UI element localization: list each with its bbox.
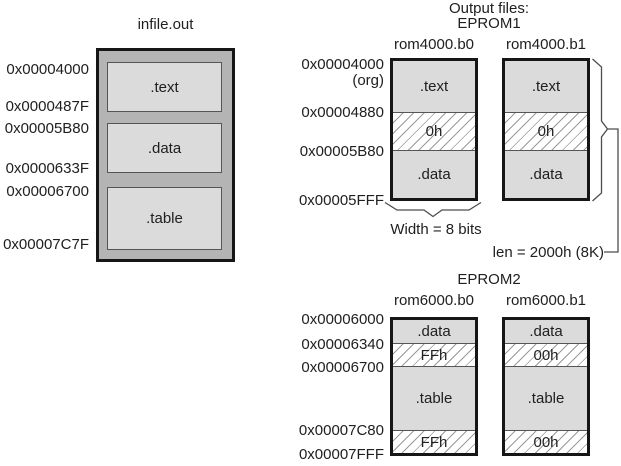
section-label: .data	[147, 139, 182, 157]
eprom1-bank0-fill-region-0h: 0h	[393, 112, 475, 151]
eprom2-bank1-section-data: .data	[505, 320, 587, 343]
infile-box: .text .data .table	[96, 48, 235, 262]
fill-value-label: 00h	[533, 346, 559, 364]
eprom2-bank1-fill-region-00h: 00h	[505, 343, 587, 367]
eprom2-bank1-fill-region-00h-bottom: 00h	[505, 430, 587, 453]
eprom2-bank0-section-data: .data	[393, 320, 475, 343]
eprom1-bank1-title: rom4000.b1	[505, 36, 587, 53]
fill-value-label: 00h	[533, 433, 559, 451]
section-label: .text	[419, 78, 449, 95]
eprom1-bank0-section-data: .data	[393, 151, 475, 198]
section-label: .table	[415, 390, 453, 407]
infile-section-data: .data	[107, 123, 222, 173]
fill-value-label: 0h	[537, 123, 555, 140]
eprom1-address-3: 0x00005FFF	[298, 192, 384, 209]
eprom2-bank0-title: rom6000.b0	[393, 292, 475, 309]
infile-address-4: 0x00006700	[6, 183, 89, 200]
eprom1-address-org: (org)	[352, 72, 384, 89]
infile-address-3: 0x0000633F	[5, 160, 89, 177]
eprom1-address-0: 0x00004000	[301, 56, 384, 73]
eprom2-title: EPROM2	[457, 271, 521, 288]
eprom2-bank1-box: .data 00h .table 00h	[502, 317, 590, 456]
eprom1-bank0-section-text: .text	[393, 61, 475, 112]
eprom2-bank0-box: .data FFh .table FFh	[390, 317, 478, 456]
infile-title: infile.out	[137, 16, 194, 33]
section-label: .table	[527, 390, 565, 407]
section-label: .text	[150, 78, 179, 96]
eprom1-bank1-section-text: .text	[505, 61, 587, 112]
eprom2-address-4: 0x00007FFF	[298, 446, 384, 463]
eprom2-address-0: 0x00006000	[301, 311, 384, 328]
eprom1-bank1-box: .text 0h .data	[502, 58, 590, 201]
section-label: .data	[417, 323, 451, 340]
output-files-header: Output files: EPROM1	[381, 1, 597, 31]
infile-address-1: 0x0000487F	[5, 98, 89, 115]
output-files-line: Output files:	[448, 0, 530, 17]
len-label: len = 2000h (8K)	[492, 244, 604, 261]
section-label: .text	[531, 78, 561, 95]
eprom1-address-1: 0x00004880	[301, 104, 384, 121]
infile-address-0: 0x00004000	[6, 61, 89, 78]
eprom2-bank1-section-table: .table	[505, 367, 587, 430]
eprom2-address-3: 0x00007C80	[298, 422, 384, 439]
infile-address-2: 0x00005B80	[4, 120, 89, 137]
eprom1-address-2: 0x00005B80	[299, 143, 384, 160]
len-connector-line	[604, 128, 619, 253]
width-label: Width = 8 bits	[390, 221, 482, 238]
section-label: .table	[146, 210, 183, 227]
eprom2-address-1: 0x00006340	[301, 336, 384, 353]
infile-section-text: .text	[107, 62, 222, 112]
eprom2-bank1-title: rom6000.b1	[505, 292, 587, 309]
len-brace	[592, 58, 609, 202]
eprom2-bank0-fill-region-ffh: FFh	[393, 343, 475, 367]
eprom1-title: EPROM1	[457, 15, 521, 32]
section-label: .data	[529, 166, 563, 183]
fill-value-label: FFh	[420, 346, 448, 364]
section-label: .data	[529, 323, 563, 340]
eprom1-bank1-fill-region-0h: 0h	[505, 112, 587, 151]
fill-value-label: FFh	[420, 433, 448, 451]
eprom1-bank0-title: rom4000.b0	[393, 36, 475, 53]
eprom1-bank0-box: .text 0h .data	[390, 58, 478, 201]
infile-section-table: .table	[107, 187, 222, 250]
section-label: .data	[417, 166, 451, 183]
eprom2-address-2: 0x00006700	[301, 359, 384, 376]
eprom1-bank1-section-data: .data	[505, 151, 587, 198]
fill-value-label: 0h	[425, 123, 443, 140]
eprom2-bank0-section-table: .table	[393, 367, 475, 430]
width-brace	[384, 201, 482, 218]
eprom2-bank0-fill-region-ffh-bottom: FFh	[393, 430, 475, 453]
infile-address-5: 0x00007C7F	[3, 236, 89, 253]
